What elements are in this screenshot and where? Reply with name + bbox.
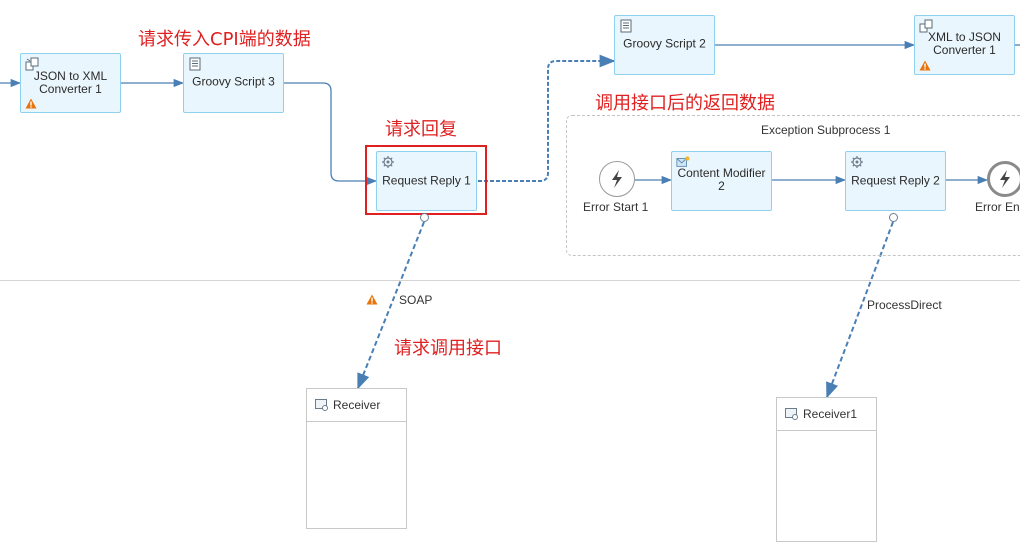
subprocess-title: Exception Subprocess 1: [761, 123, 891, 137]
error-end-event[interactable]: [987, 161, 1020, 197]
step-request-reply-2[interactable]: Request Reply 2: [845, 151, 946, 211]
step-groovy-script-2[interactable]: Groovy Script 2: [614, 15, 715, 75]
receiver-icon: [785, 408, 798, 420]
participant-header: Receiver: [307, 389, 406, 422]
participant-receiver[interactable]: Receiver: [306, 388, 407, 529]
connection-process-direct: [826, 221, 894, 399]
receiver-icon: [315, 399, 328, 411]
annotation-cpi-input: 请求传入CPI端的数据: [138, 29, 311, 50]
step-request-reply-1[interactable]: Request Reply 1: [376, 151, 477, 211]
annotation-returned-data: 调用接口后的返回数据: [595, 93, 775, 114]
message-port[interactable]: [889, 213, 898, 222]
error-end-label: Error En: [975, 200, 1020, 214]
converter-icon: [25, 57, 39, 71]
connection-label-process-direct[interactable]: ProcessDirect: [867, 298, 942, 312]
step-label: JSON to XML Converter 1: [33, 69, 108, 96]
connection-soap: [357, 221, 425, 390]
warning-icon: [919, 60, 931, 71]
step-groovy-script-3[interactable]: Groovy Script 3: [183, 53, 284, 113]
script-icon: [189, 57, 201, 71]
annotation-request-reply: 请求回复: [385, 119, 457, 140]
participant-header: Receiver1: [777, 398, 876, 431]
lightning-icon: [1000, 170, 1010, 188]
converter-icon: [919, 19, 933, 33]
step-label: Request Reply 1: [382, 173, 471, 188]
participant-title: Receiver: [333, 398, 381, 412]
step-label: XML to JSON Converter 1: [928, 29, 1001, 57]
step-label: Groovy Script 2: [623, 36, 706, 51]
connection-label-soap[interactable]: SOAP: [399, 293, 433, 307]
flow-request-reply1-to-groovy2: [478, 54, 616, 182]
step-label: Groovy Script 3: [192, 74, 275, 89]
step-json-to-xml-converter[interactable]: JSON to XML Converter 1: [20, 53, 121, 113]
step-label: Content Modifier 2: [677, 165, 766, 193]
envelope-icon: [676, 156, 690, 167]
exception-subprocess[interactable]: [566, 115, 1020, 256]
step-xml-to-json-converter[interactable]: XML to JSON Converter 1: [914, 15, 1015, 75]
error-start-event[interactable]: [599, 161, 635, 197]
annotation-call-api: 请求调用接口: [394, 338, 502, 359]
flow-groovy3-to-request-reply1: [284, 82, 378, 186]
message-port[interactable]: [420, 213, 429, 222]
step-label: Request Reply 2: [851, 173, 940, 188]
gear-icon: [851, 156, 863, 168]
script-icon: [620, 19, 632, 33]
highlight-request-reply-1: [365, 145, 487, 215]
step-content-modifier-2[interactable]: Content Modifier 2: [671, 151, 772, 211]
lightning-icon: [612, 170, 622, 188]
warning-icon: [25, 98, 37, 109]
warning-icon: [366, 294, 378, 305]
participant-title: Receiver1: [803, 407, 858, 421]
error-start-label: Error Start 1: [583, 200, 649, 214]
gear-icon: [382, 156, 394, 168]
participant-receiver1[interactable]: Receiver1: [776, 397, 877, 542]
pool-divider: [0, 280, 1020, 281]
